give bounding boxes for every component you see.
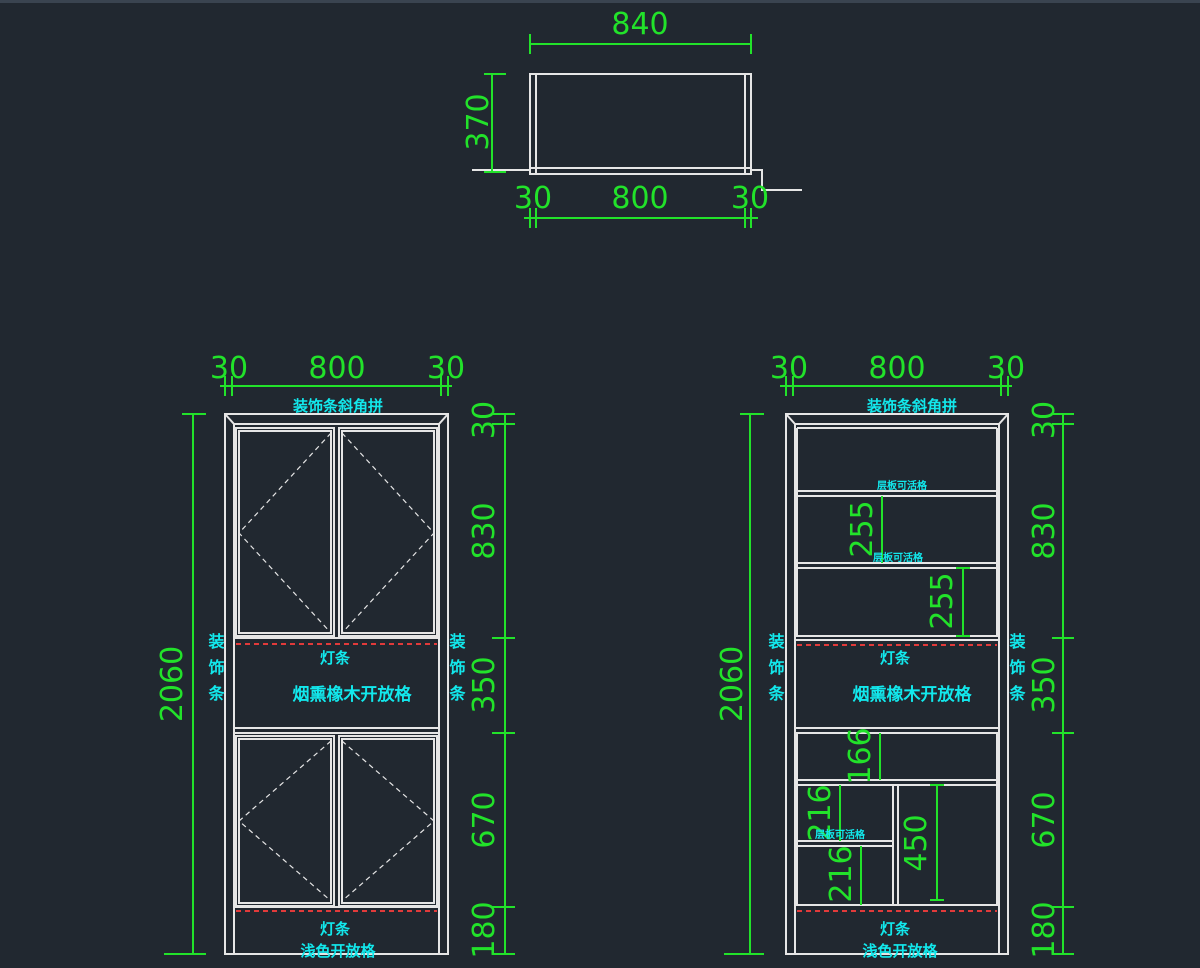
dim-section-lower-gap-2: 216 xyxy=(803,784,838,841)
section-top-trim-miter xyxy=(785,413,1009,425)
front-label-light-lower: 灯条 xyxy=(320,920,351,938)
front-lower-door-left[interactable] xyxy=(235,735,335,907)
dim-section-inner-width: 800 xyxy=(868,351,925,386)
dim-front-h-middle: 350 xyxy=(467,656,502,713)
section-label-side-right: 装饰条 xyxy=(1007,632,1027,711)
dim-section-total-height: 2060 xyxy=(715,646,750,722)
section-label-light-lower: 灯条 xyxy=(880,920,911,938)
front-lower-door-left-swing xyxy=(238,739,332,903)
plan-outline xyxy=(529,73,752,175)
front-label-side-right: 装饰条 xyxy=(447,632,467,711)
front-lower-door-right-swing xyxy=(341,739,435,903)
front-label-base: 浅色开放格 xyxy=(300,942,376,960)
dim-front-h-lower: 670 xyxy=(467,791,502,848)
dim-section-lower-gap-1: 166 xyxy=(843,727,878,784)
section-shelf-lower-2[interactable] xyxy=(796,840,894,847)
dim-section-h-lower: 670 xyxy=(1027,791,1062,848)
front-label-open-niche: 烟熏橡木开放格 xyxy=(293,684,413,705)
dim-front-inner-width: 800 xyxy=(308,351,365,386)
dim-section-lower-gap-3: 216 xyxy=(824,845,859,902)
front-lower-door-right-inner xyxy=(341,738,435,904)
front-elevation: 30 800 30 装饰条斜角拼 灯条 烟熏橡木开放格 灯条 xyxy=(155,351,515,960)
front-upper-door-left-inner xyxy=(238,430,332,634)
plan-wall-right xyxy=(751,169,802,191)
dim-section-side-right: 30 xyxy=(987,351,1025,386)
front-upper-door-right-inner xyxy=(341,430,435,634)
front-lower-door-right[interactable] xyxy=(338,735,438,907)
dim-plan-depth: 370 xyxy=(461,93,496,150)
dim-section-shelf-gap-1: 255 xyxy=(845,500,880,557)
front-upper-door-right[interactable] xyxy=(338,427,438,637)
section-label-shelf-3: 层板可活格 xyxy=(815,828,866,841)
plan-view: 840 370 30 800 30 xyxy=(461,7,802,228)
window-top-edge xyxy=(0,0,1200,3)
front-label-light-upper: 灯条 xyxy=(320,649,351,667)
section-label-top-trim: 装饰条斜角拼 xyxy=(866,397,957,415)
dim-front-total-height: 2060 xyxy=(155,646,190,722)
section-label-base: 浅色开放格 xyxy=(862,942,938,960)
dim-section-h-top-trim: 30 xyxy=(1027,401,1062,439)
section-shelf-1[interactable] xyxy=(796,490,998,497)
front-cabinet-outline xyxy=(224,413,449,955)
front-upper-door-left-swing xyxy=(238,431,332,635)
dim-plan-side-right: 30 xyxy=(731,181,769,216)
front-upper-door-right-swing xyxy=(341,431,435,635)
dim-plan-overall-width: 840 xyxy=(611,7,668,42)
section-cabinet-outline xyxy=(785,413,1009,955)
dim-front-h-top-trim: 30 xyxy=(467,401,502,439)
section-label-open-niche: 烟熏橡木开放格 xyxy=(853,684,973,705)
section-label-shelf-2: 层板可活格 xyxy=(873,551,924,564)
dim-plan-inner-width: 800 xyxy=(611,181,668,216)
dim-section-lower-gap-4: 450 xyxy=(899,814,934,871)
dim-section-h-base: 180 xyxy=(1027,901,1062,958)
dim-section-side-left: 30 xyxy=(770,351,808,386)
section-label-side-left: 装饰条 xyxy=(766,632,786,711)
front-upper-door-left[interactable] xyxy=(235,427,335,637)
dim-section-h-middle: 350 xyxy=(1027,656,1062,713)
section-elevation: 30 800 30 255 255 1 xyxy=(715,351,1074,960)
dim-front-side-left: 30 xyxy=(210,351,248,386)
front-top-trim-miter xyxy=(224,413,449,425)
dim-front-h-base: 180 xyxy=(467,901,502,958)
dim-plan-side-left: 30 xyxy=(514,181,552,216)
dim-section-shelf-gap-2: 255 xyxy=(925,572,960,629)
section-label-shelf-1: 层板可活格 xyxy=(877,479,928,492)
dim-section-h-upper: 830 xyxy=(1027,502,1062,559)
section-shelf-2[interactable] xyxy=(796,562,998,569)
front-lower-door-left-inner xyxy=(238,738,332,904)
front-label-top-trim: 装饰条斜角拼 xyxy=(292,397,383,415)
dim-front-side-right: 30 xyxy=(427,351,465,386)
front-label-side-left: 装饰条 xyxy=(206,632,226,711)
section-label-light-upper: 灯条 xyxy=(880,649,911,667)
dim-front-h-upper: 830 xyxy=(467,502,502,559)
